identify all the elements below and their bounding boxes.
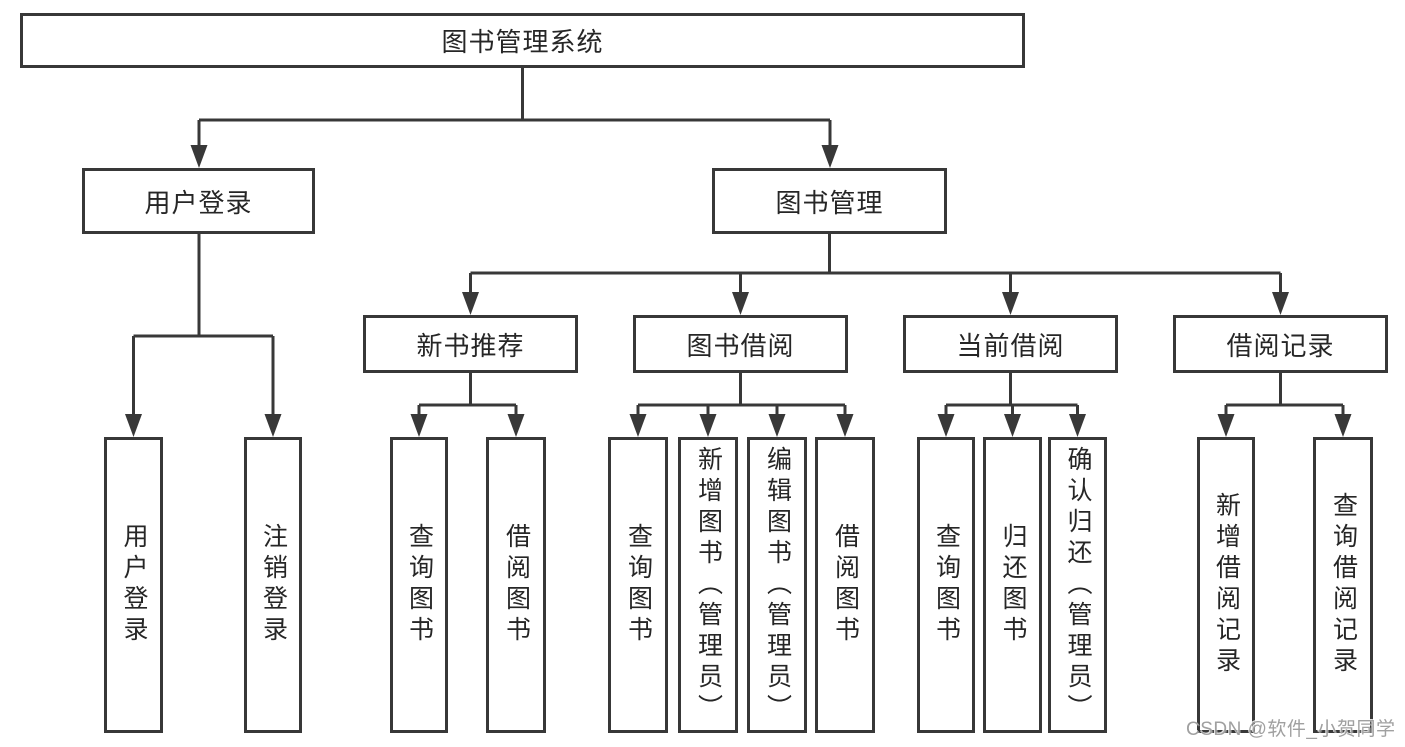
connector-userlogin-to-leaves bbox=[125, 234, 282, 437]
leaf-borrow-borrow-book: 借阅图书 bbox=[815, 437, 875, 733]
connector-borrow-to-leaves bbox=[629, 373, 854, 437]
connector-newrec-to-leaves bbox=[410, 373, 525, 437]
leaf-newrec-borrow-book: 借阅图书 bbox=[486, 437, 546, 733]
node-new-book-recommend: 新书推荐 bbox=[363, 315, 578, 373]
leaf-current-query-book: 查询图书 bbox=[917, 437, 975, 733]
leaf-newrec-query-book: 查询图书 bbox=[390, 437, 448, 733]
leaf-borrow-add-book-admin: 新增图书（管理员） bbox=[678, 437, 738, 733]
connector-root-to-level2 bbox=[190, 68, 839, 168]
connector-current-to-leaves bbox=[937, 373, 1086, 437]
node-borrow-record: 借阅记录 bbox=[1173, 315, 1388, 373]
leaf-record-add: 新增借阅记录 bbox=[1197, 437, 1255, 733]
node-user-login: 用户登录 bbox=[82, 168, 315, 234]
leaf-user-login: 用户登录 bbox=[104, 437, 163, 733]
csdn-watermark: CSDN @软件_小贺同学 bbox=[1186, 719, 1396, 740]
leaf-borrow-query-book: 查询图书 bbox=[608, 437, 668, 733]
leaf-current-return-book: 归还图书 bbox=[983, 437, 1042, 733]
node-root-system: 图书管理系统 bbox=[20, 13, 1025, 68]
connector-bookmgmt-to-level3 bbox=[462, 234, 1289, 315]
connector-record-to-leaves bbox=[1217, 373, 1352, 437]
leaf-borrow-edit-book-admin: 编辑图书（管理员） bbox=[747, 437, 807, 733]
node-book-management: 图书管理 bbox=[712, 168, 947, 234]
node-current-borrow: 当前借阅 bbox=[903, 315, 1118, 373]
leaf-current-confirm-return-admin: 确认归还（管理员） bbox=[1048, 437, 1107, 733]
leaf-record-query: 查询借阅记录 bbox=[1313, 437, 1373, 733]
node-book-borrow: 图书借阅 bbox=[633, 315, 848, 373]
leaf-logout: 注销登录 bbox=[244, 437, 302, 733]
